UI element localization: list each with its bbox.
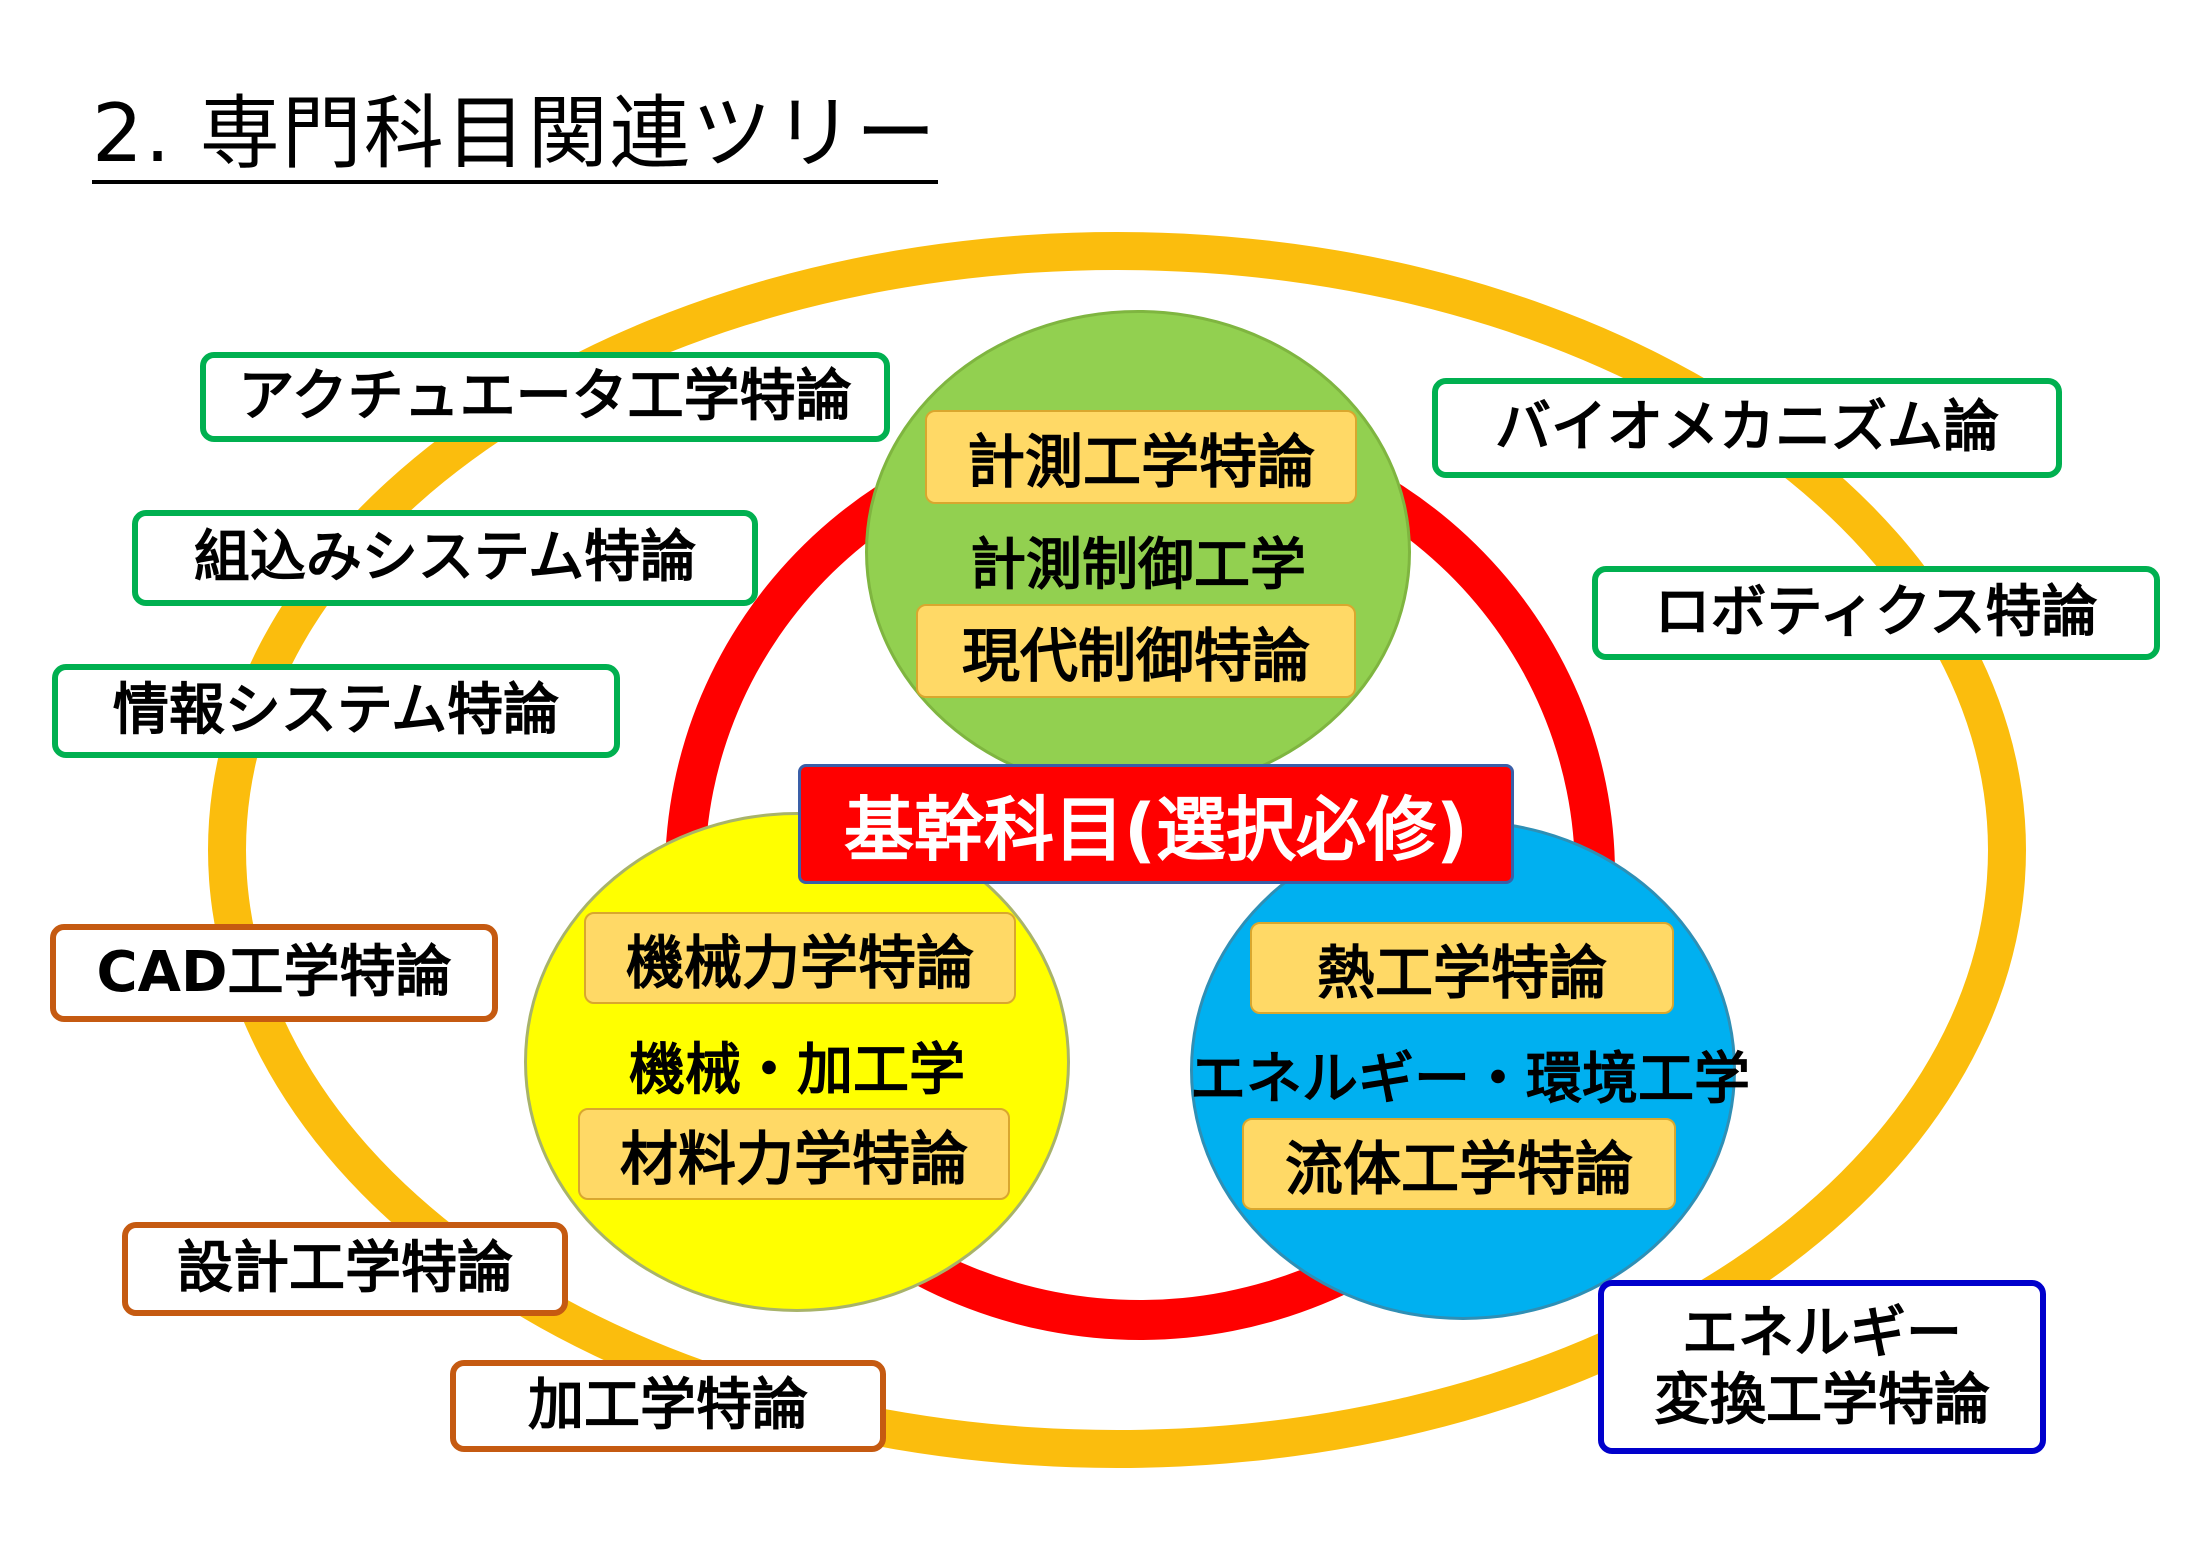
elective-information-systems: 情報システム特論 xyxy=(52,664,620,758)
elective-cad-engineering: CAD工学特論 xyxy=(50,924,498,1022)
elective-energy-conversion-line-1: エネルギー xyxy=(1682,1300,1962,1366)
page-title: 2. 専門科目関連ツリー xyxy=(92,92,938,184)
core-subject-thermal-engineering: 熱工学特論 xyxy=(1250,922,1674,1014)
mechanical-processing-area xyxy=(524,812,1070,1312)
core-subject-strength-of-materials: 材料力学特論 xyxy=(578,1108,1010,1200)
area-label-energy-environment: エネルギー・環境工学 xyxy=(1190,1047,1750,1112)
core-subject-measurement-engineering: 計測工学特論 xyxy=(925,410,1357,504)
elective-actuator-engineering: アクチュエータ工学特論 xyxy=(200,352,890,442)
elective-design-engineering: 設計工学特論 xyxy=(122,1222,568,1316)
elective-machining: 加工学特論 xyxy=(450,1360,886,1452)
elective-biomechanism: バイオメカニズム論 xyxy=(1432,378,2062,478)
elective-energy-conversion-line-2: 変換工学特論 xyxy=(1654,1368,1990,1433)
measurement-control-area xyxy=(865,310,1411,794)
core-subject-mechanical-dynamics: 機械力学特論 xyxy=(584,912,1016,1004)
area-label-mechanical-processing: 機械・加工学 xyxy=(629,1038,965,1103)
elective-embedded-systems: 組込みシステム特論 xyxy=(132,510,758,606)
elective-robotics: ロボティクス特論 xyxy=(1592,566,2160,660)
core-subject-fluid-engineering: 流体工学特論 xyxy=(1242,1118,1676,1210)
energy-environment-area xyxy=(1190,820,1736,1320)
elective-energy-conversion-engineering: エネルギー 変換工学特論 xyxy=(1598,1280,2046,1454)
area-label-measurement-control: 計測制御工学 xyxy=(970,533,1306,598)
core-subjects-label: 基幹科目(選択必修) xyxy=(798,764,1514,884)
core-subject-modern-control: 現代制御特論 xyxy=(916,604,1356,698)
